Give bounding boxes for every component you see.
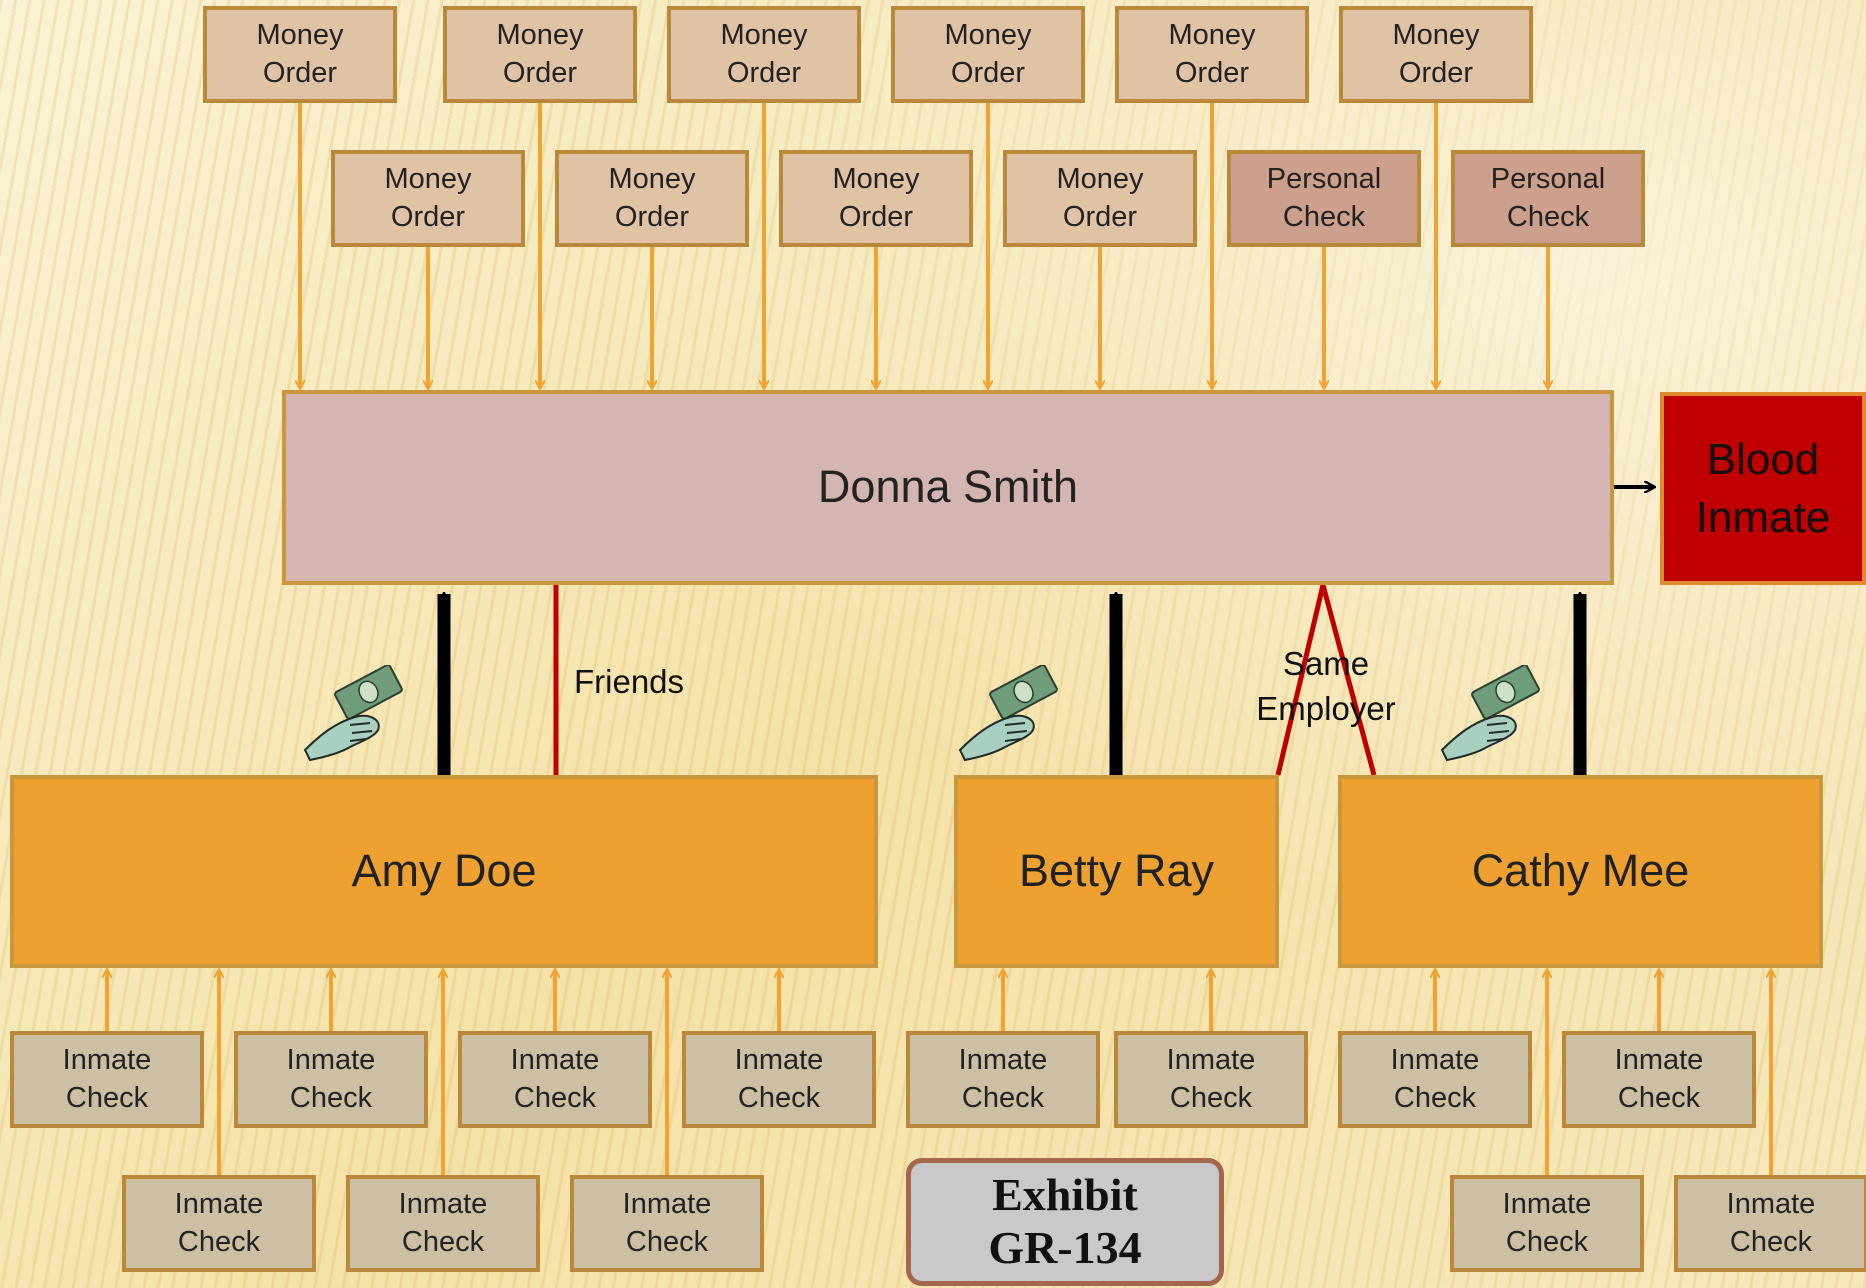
money-order-box: Money Order (667, 6, 861, 103)
inmate-check-box: Inmate Check (682, 1031, 876, 1128)
money-order-box: Money Order (555, 150, 749, 247)
hand-holding-money-icon (958, 665, 1058, 762)
hand-holding-money-icon (1440, 665, 1540, 762)
same-employer-relation-line (1320, 584, 1377, 776)
inmate-check-box: Inmate Check (346, 1175, 540, 1272)
hand-holding-money-icon (303, 665, 403, 762)
same-employer-label: Same Employer (1256, 645, 1396, 727)
inmate-check-box: Inmate Check (234, 1031, 428, 1128)
money-order-box: Money Order (331, 150, 525, 247)
inmate-check-box: Inmate Check (10, 1031, 204, 1128)
cathy-mee-node: Cathy Mee (1338, 775, 1823, 968)
blood-inmate-node: Blood Inmate (1660, 392, 1866, 585)
money-order-box: Money Order (779, 150, 973, 247)
inmate-check-box: Inmate Check (570, 1175, 764, 1272)
money-order-box: Money Order (1339, 6, 1533, 103)
inmate-check-box: Inmate Check (458, 1031, 652, 1128)
inmate-check-box: Inmate Check (906, 1031, 1100, 1128)
inmate-check-box: Inmate Check (1338, 1031, 1532, 1128)
inmate-check-box: Inmate Check (1562, 1031, 1756, 1128)
personal-check-box: Personal Check (1227, 150, 1421, 247)
personal-check-box: Personal Check (1451, 150, 1645, 247)
inmate-check-box: Inmate Check (1450, 1175, 1644, 1272)
money-order-box: Money Order (891, 6, 1085, 103)
money-order-box: Money Order (203, 6, 397, 103)
betty-ray-node: Betty Ray (954, 775, 1279, 968)
inmate-check-box: Inmate Check (122, 1175, 316, 1272)
money-order-box: Money Order (1115, 6, 1309, 103)
inmate-check-box: Inmate Check (1674, 1175, 1866, 1272)
money-order-box: Money Order (443, 6, 637, 103)
inmate-check-box: Inmate Check (1114, 1031, 1308, 1128)
exhibit-label: Exhibit GR-134 (906, 1158, 1224, 1286)
money-order-box: Money Order (1003, 150, 1197, 247)
friends-label: Friends (574, 663, 685, 700)
same-employer-relation-line (1275, 584, 1326, 776)
amy-doe-node: Amy Doe (10, 775, 878, 968)
donna-smith-node: Donna Smith (282, 390, 1614, 585)
